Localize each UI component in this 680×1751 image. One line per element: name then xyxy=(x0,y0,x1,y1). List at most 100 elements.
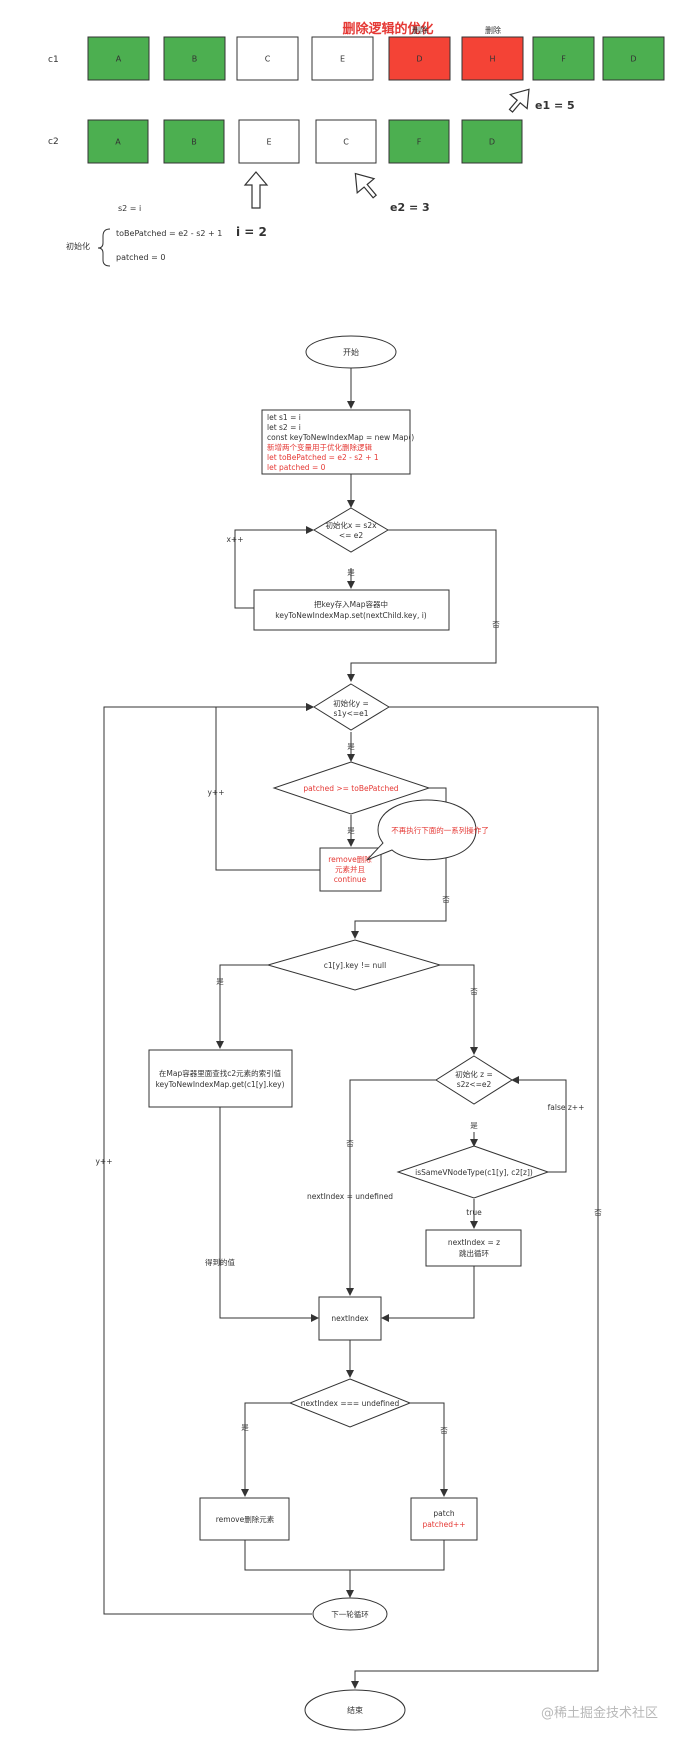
init-code-line: const keyToNewIndexMap = new Map() xyxy=(267,433,414,442)
c1-box-label: E xyxy=(340,55,345,64)
patched-check-label: patched >= toBePatched xyxy=(303,784,398,793)
c2-box-label: C xyxy=(343,138,349,147)
no-label: 否 xyxy=(442,895,450,904)
no-label: 否 xyxy=(492,620,500,629)
delete-tag: 删除 xyxy=(412,25,428,35)
loop1-body-box xyxy=(253,589,450,631)
init-line: toBePatched = e2 - s2 + 1 xyxy=(116,229,222,238)
yes-label: 是 xyxy=(347,826,355,835)
c1-box xyxy=(87,36,150,81)
end-label: 结束 xyxy=(347,1705,363,1715)
loop1-body-line: keyToNewIndexMap.set(nextChild.key, i) xyxy=(275,611,427,620)
yes-label: 是 xyxy=(216,977,224,986)
undefined-check-diamond xyxy=(288,1378,412,1428)
yes-label: 是 xyxy=(347,742,355,751)
c2-box xyxy=(315,119,377,164)
c1-box-label: D xyxy=(416,55,422,64)
remove-element-label: remove删除元素 xyxy=(216,1514,275,1524)
e2-pointer-arrow-icon xyxy=(354,172,378,199)
c2-box xyxy=(238,119,300,164)
c2-box xyxy=(388,119,450,164)
init-code-line: let s1 = i xyxy=(267,413,301,422)
end-node xyxy=(304,1689,406,1731)
row-label-c2: c2 xyxy=(48,137,59,147)
next-assign-box xyxy=(425,1229,522,1267)
init-code-line: 新增两个变量用于优化删除逻辑 xyxy=(267,442,372,452)
init-code-line: let patched = 0 xyxy=(267,463,326,472)
c2-box xyxy=(163,119,225,164)
true-label: true xyxy=(466,1208,482,1217)
y-increment-label: y++ xyxy=(95,1157,112,1166)
no-label: 否 xyxy=(346,1139,354,1148)
remove-continue-line: 元素并且 xyxy=(335,864,365,874)
patch-box xyxy=(410,1497,478,1541)
watermark: @稀土掘金技术社区 xyxy=(541,1705,658,1721)
key-check-diamond xyxy=(266,939,442,991)
c1-box xyxy=(163,36,226,81)
map-lookup-line: keyToNewIndexMap.get(c1[y].key) xyxy=(155,1080,284,1089)
e1-label: e1 = 5 xyxy=(535,99,575,112)
c1-box xyxy=(311,36,374,81)
init-code-line: let toBePatched = e2 - s2 + 1 xyxy=(267,453,379,462)
c2-box-label: A xyxy=(115,138,121,147)
c2-box-label: B xyxy=(191,138,197,147)
c1-box-label: F xyxy=(561,55,566,64)
no-label: 否 xyxy=(440,1426,448,1435)
c1-box xyxy=(602,36,665,81)
c2-box xyxy=(461,119,523,164)
next-loop-label: 下一轮循环 xyxy=(331,1609,369,1619)
note-bubble-text: 不再执行下面的一系列操作了 xyxy=(391,825,489,835)
init-brace xyxy=(97,228,111,267)
got-value-label: 得到的值 xyxy=(205,1257,235,1267)
loop1-body-line: 把key存入Map容器中 xyxy=(314,599,388,609)
remove-continue-line: continue xyxy=(334,875,367,884)
next-assign-line: nextIndex = z xyxy=(448,1238,500,1247)
c1-box xyxy=(532,36,595,81)
loop2-cond-line: 初始化y = xyxy=(333,698,369,708)
loop1-cond-line: <= e2 xyxy=(339,531,364,540)
c1-box-label: D xyxy=(630,55,636,64)
init-line: patched = 0 xyxy=(116,253,165,262)
same-type-label: isSameVNodeType(c1[y], c2[z]) xyxy=(415,1168,533,1177)
no-label: 否 xyxy=(470,987,478,996)
next-loop-node xyxy=(312,1597,388,1631)
loop3-condition-diamond xyxy=(435,1055,513,1105)
patch-line: patched++ xyxy=(422,1520,465,1529)
map-lookup-box xyxy=(148,1049,293,1108)
flowchart-lines xyxy=(103,368,599,1689)
map-lookup-line: 在Map容器里面查找c2元素的索引值 xyxy=(159,1068,282,1078)
c2-box-label: F xyxy=(417,138,422,147)
next-index-box xyxy=(318,1296,382,1341)
yes-label: 是 xyxy=(470,1121,478,1130)
c2-box xyxy=(87,119,149,164)
y-increment-label: y++ xyxy=(207,788,224,797)
key-check-label: c1[y].key != null xyxy=(324,961,386,970)
loop1-cond-line: 初始化x = s2x xyxy=(325,520,377,530)
c1-box-label: H xyxy=(489,55,495,64)
init-label: 初始化 xyxy=(66,241,90,251)
remove-continue-line: remove删除 xyxy=(328,854,372,864)
start-label: 开始 xyxy=(343,347,359,357)
patched-check-diamond xyxy=(272,761,431,815)
loop2-cond-line: s1y<=e1 xyxy=(333,709,368,718)
next-undefined-label: nextIndex = undefined xyxy=(307,1192,393,1201)
i-label: i = 2 xyxy=(236,225,267,239)
loop1-condition-diamond xyxy=(313,507,389,553)
e1-pointer-arrow-icon xyxy=(508,88,530,113)
loop2-condition-diamond xyxy=(313,683,390,731)
c1-box-label: B xyxy=(192,55,198,64)
loop3-cond-line: 初始化 z = xyxy=(455,1069,493,1079)
remove-continue-box xyxy=(319,847,382,892)
no-label: 否 xyxy=(594,1208,602,1217)
init-code-line: let s2 = i xyxy=(267,423,301,432)
delete-tag: 删除 xyxy=(485,25,501,35)
c1-box xyxy=(388,36,451,81)
c2-box-label: D xyxy=(489,138,495,147)
loop3-cond-line: s2z<=e2 xyxy=(457,1080,492,1089)
remove-element-box xyxy=(199,1497,290,1541)
e2-label: e2 = 3 xyxy=(390,201,430,214)
